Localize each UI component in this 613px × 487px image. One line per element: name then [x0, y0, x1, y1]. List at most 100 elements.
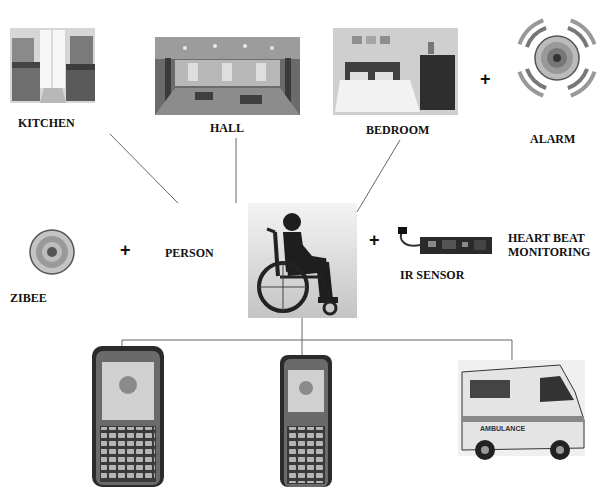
wheelchair-person-part	[322, 277, 332, 303]
node-label: BEDROOM	[366, 124, 429, 138]
bedroom-photo-part	[350, 72, 368, 80]
bedroom-photo-part	[345, 62, 400, 82]
wheelchair-person-part	[248, 203, 357, 318]
hall-photo-part	[256, 63, 266, 81]
wheelchair-person-part	[324, 302, 336, 314]
image-node: HEART BEAT MONITORING IR SENSOR	[396, 222, 612, 285]
image-node: ZIBEE	[8, 228, 80, 308]
node-label: PERSON	[165, 247, 214, 261]
connector-line	[110, 134, 178, 203]
kitchen-photo-part	[12, 62, 40, 68]
alarm-icon-part	[535, 36, 579, 80]
alarm-icon-part	[519, 20, 543, 44]
node-label: ALARM	[530, 133, 575, 147]
ir-sensor-board-part	[428, 241, 436, 247]
kitchen-photo-part	[52, 30, 53, 88]
bedroom-photo-part	[420, 55, 455, 110]
ambulance-van-part	[462, 365, 584, 450]
bedroom-photo	[333, 28, 458, 115]
branch-wire-part	[122, 340, 302, 341]
mobile-phone-part	[100, 426, 156, 482]
bedroom-photo-part	[375, 72, 393, 80]
wheelchair-person-part	[283, 213, 301, 231]
mobile-phone	[280, 355, 332, 487]
ambulance-van-part	[462, 416, 584, 422]
ambulance-van-part	[540, 376, 574, 402]
hall-photo-part	[222, 63, 232, 81]
alarm-icon	[519, 20, 594, 95]
mobile-phone-part	[96, 351, 160, 485]
mobile-phone-part	[101, 427, 155, 481]
hall-photo-part	[213, 44, 217, 48]
wheelchair-person-part	[267, 229, 275, 232]
mobile-phone-part	[288, 427, 324, 483]
bedroom-photo-part	[335, 80, 420, 112]
ir-sensor-board-part	[462, 242, 468, 247]
wheelchair-person-part	[259, 263, 307, 311]
image-node: AMBULANCE	[458, 360, 585, 456]
bedroom-photo-part	[428, 42, 434, 54]
alarm-icon-part	[553, 54, 561, 62]
alarm-icon-part	[547, 48, 567, 68]
node-label: HEART BEAT MONITORING	[508, 232, 603, 260]
wheelchair-person-part	[280, 276, 322, 279]
ambulance-van-part	[470, 380, 510, 398]
alarm-icon-part	[571, 20, 595, 44]
kitchen-photo	[10, 28, 95, 103]
kitchen-photo-part	[40, 88, 66, 103]
mobile-phone-part	[299, 381, 313, 395]
hall-photo-part	[240, 95, 262, 104]
zigbee-icon	[30, 230, 74, 274]
mobile-phone-part	[92, 346, 164, 487]
node-label: ZIBEE	[10, 292, 47, 306]
kitchen-photo-part	[12, 38, 34, 62]
zigbee-icon-part	[36, 236, 68, 268]
ambulance-van	[458, 360, 585, 460]
ambulance-van-part	[458, 360, 585, 456]
hall-photo-part	[188, 63, 198, 81]
alarm-icon-part	[519, 72, 543, 96]
image-node: KITCHEN	[10, 28, 112, 134]
ambulance-van-part	[556, 446, 564, 454]
zigbee-icon-part	[47, 247, 57, 257]
branch-wire-part	[122, 340, 123, 346]
hall-photo-part	[155, 37, 300, 59]
hall-photo-part	[183, 46, 187, 50]
bedroom-photo-part	[380, 36, 390, 44]
kitchen-photo-part	[70, 36, 93, 64]
zigbee-icon-part	[30, 230, 74, 274]
ir-sensor-board-part	[442, 240, 456, 249]
connector-line	[302, 318, 512, 360]
image-node: ALARM	[510, 5, 605, 152]
connector-line	[357, 140, 400, 212]
image-node: PERSON	[160, 203, 357, 318]
mobile-phone	[92, 346, 164, 487]
plus-sign: +	[120, 241, 131, 259]
node-label: IR SENSOR	[400, 269, 464, 283]
hall-photo-part	[195, 92, 213, 100]
node-label: HALL	[210, 122, 244, 136]
wheelchair-person	[248, 203, 357, 318]
zigbee-icon-part	[42, 242, 62, 262]
hall-photo-part	[155, 37, 300, 115]
wheelchair-person-part	[292, 238, 324, 264]
mobile-phone-part	[287, 426, 325, 484]
bedroom-photo-part	[333, 28, 458, 115]
mobile-phone-part	[288, 370, 324, 412]
ambulance-van-part	[481, 446, 489, 454]
branch-wire-part	[302, 340, 303, 355]
kitchen-photo-part	[12, 68, 40, 101]
mobile-phone-part	[280, 355, 332, 487]
alarm-icon-part	[571, 72, 595, 96]
wheelchair-person-part	[275, 232, 278, 276]
connector-line	[236, 138, 237, 203]
ir-sensor-board	[398, 227, 492, 254]
ambulance-van-part	[475, 440, 495, 460]
node-label: AMBULANCE	[480, 425, 525, 433]
alarm-icon-part	[541, 42, 573, 74]
ir-sensor-board-part	[398, 227, 407, 234]
bedroom-photo-part	[366, 36, 376, 44]
ir-sensor-board-part	[420, 237, 492, 254]
hall-photo	[155, 37, 300, 115]
